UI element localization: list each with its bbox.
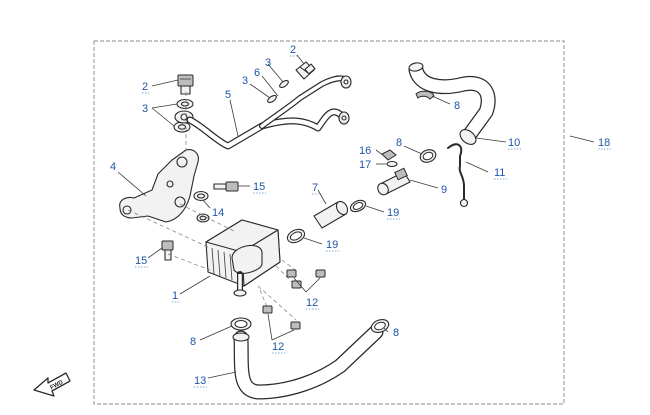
callout-18: 18 <box>598 137 610 149</box>
callout-5: 5 <box>225 89 231 101</box>
callout-3b: 3 <box>265 57 271 69</box>
short-hose-part <box>313 200 349 229</box>
hose-fitting-part <box>377 167 411 196</box>
callout-underlines <box>135 55 611 388</box>
callout-8c: 8 <box>190 336 196 348</box>
oil-pipe-part <box>186 75 352 150</box>
callout-9: 9 <box>441 184 447 196</box>
callout-8d: 8 <box>393 327 399 339</box>
lower-hose-part <box>232 324 384 400</box>
hose-clamp-8-top <box>415 90 435 100</box>
callout-3a: 3 <box>142 103 148 115</box>
callout-12a: 12 <box>306 297 318 309</box>
callout-6: 6 <box>254 67 260 79</box>
bolt-part-left <box>177 74 194 95</box>
callout-8b: 8 <box>396 137 402 149</box>
breather-tube-part <box>447 143 469 208</box>
callout-1: 1 <box>172 290 178 302</box>
callout-14: 14 <box>212 207 224 219</box>
callout-13: 13 <box>194 375 206 387</box>
callout-17: 17 <box>359 159 371 171</box>
hose-clamp-8-lower-left <box>230 317 252 331</box>
nut-part-16 <box>381 149 397 161</box>
hose-clamp-19-lower <box>286 228 306 244</box>
callout-19b: 19 <box>387 207 399 219</box>
leader-lines <box>117 54 595 379</box>
callout-15a: 15 <box>253 181 265 193</box>
callout-16: 16 <box>359 145 371 157</box>
bolt-part-15-upper <box>213 181 239 192</box>
callout-2b: 2 <box>290 44 296 56</box>
o-ring-part <box>193 190 210 223</box>
washer-part-17 <box>386 160 398 168</box>
callout-7: 7 <box>312 182 318 194</box>
callout-labels: 1 2 2 3 3 3 4 5 6 7 8 8 8 8 9 10 11 12 1… <box>110 44 610 387</box>
oil-cooler-part <box>205 219 281 297</box>
callout-2a: 2 <box>142 81 148 93</box>
bolt-part-15-lower <box>161 240 174 261</box>
callout-19a: 19 <box>326 239 338 251</box>
callout-8a: 8 <box>454 100 460 112</box>
callout-15b: 15 <box>135 255 147 267</box>
forward-direction-arrow: FWD <box>33 372 71 397</box>
callout-11: 11 <box>494 167 505 179</box>
cooler-bracket-part <box>119 149 199 223</box>
hose-clamp-8-middle <box>419 149 437 163</box>
upper-hose-part <box>408 62 496 145</box>
callout-4: 4 <box>110 161 116 173</box>
callout-10: 10 <box>508 137 520 149</box>
hose-clamp-8-lower-right <box>370 319 390 333</box>
bolt-part-right <box>267 61 316 104</box>
callout-3c: 3 <box>242 75 248 87</box>
diagram-frame <box>93 40 565 405</box>
hose-clamp-19-upper <box>349 199 367 213</box>
callout-12b: 12 <box>272 341 284 353</box>
